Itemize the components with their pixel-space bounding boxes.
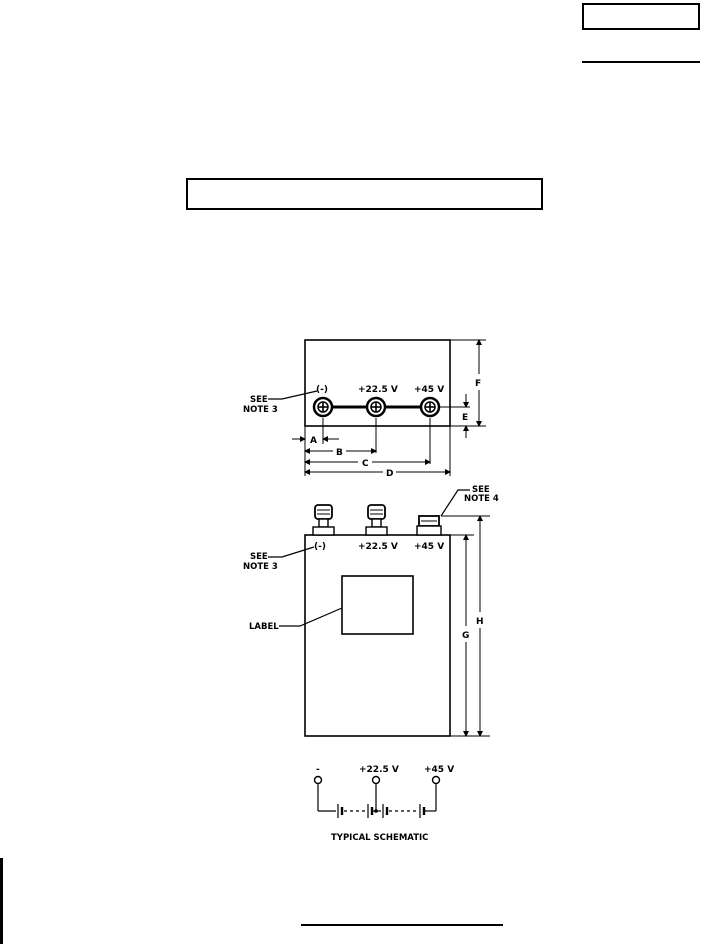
front-note4-leader	[440, 489, 470, 517]
top-view: (-) +22.5 V +45 V SEE NOTE 3 A B C D	[243, 339, 486, 479]
front-view-outline	[304, 534, 451, 737]
top-see-note-line2: NOTE 3	[243, 405, 278, 415]
front-see-note4-line2: NOTE 4	[464, 494, 499, 504]
label-leader	[279, 607, 343, 627]
front-see-note3-line1: SEE	[250, 552, 268, 562]
top-label-minus: (-)	[316, 385, 328, 395]
sch-label-minus: -	[316, 765, 320, 775]
terminal-minus	[312, 396, 334, 418]
front-view: (-) +22.5 V +45 V SEE NOTE 3 SEE NOTE 4 …	[243, 485, 499, 737]
label-area	[341, 575, 414, 635]
front-label-minus: (-)	[314, 542, 326, 552]
top-label-45v: +45 V	[414, 385, 444, 395]
front-label-22v: +22.5 V	[358, 542, 398, 552]
top-note3-leader	[268, 390, 318, 400]
terminal-22v	[365, 396, 387, 418]
sch-label-45v: +45 V	[424, 765, 454, 775]
dim-e: E	[462, 413, 468, 423]
header-rule	[582, 61, 700, 63]
sch-terminal-minus	[313, 775, 323, 785]
dim-h: H	[476, 617, 484, 627]
dim-f: F	[475, 379, 481, 389]
top-label-22v: +22.5 V	[358, 385, 398, 395]
footer-rule	[301, 924, 503, 926]
label-callout: LABEL	[249, 622, 279, 632]
schematic-caption: TYPICAL SCHEMATIC	[331, 833, 428, 843]
dim-g: G	[462, 631, 469, 641]
dim-b: B	[336, 448, 343, 458]
top-view-outline	[304, 339, 451, 427]
dim-d: D	[386, 469, 393, 479]
page-number-box	[582, 3, 700, 30]
post-minus	[312, 504, 335, 536]
margin-bar	[0, 858, 3, 944]
post-45v	[416, 515, 442, 536]
sch-terminal-45v	[431, 775, 441, 785]
post-22v	[365, 504, 388, 536]
front-see-note4-line1: SEE	[472, 485, 490, 495]
schematic: - +22.5 V +45 V TYPICAL SCHEMATIC	[313, 765, 454, 843]
front-label-45v: +45 V	[414, 542, 444, 552]
dim-a: A	[310, 436, 317, 446]
dim-c: C	[362, 459, 369, 469]
sch-label-22v: +22.5 V	[359, 765, 399, 775]
front-note3-leader	[268, 546, 315, 558]
terminal-45v	[419, 396, 441, 418]
sch-terminal-22v	[371, 775, 381, 785]
front-see-note3-line2: NOTE 3	[243, 562, 278, 572]
title-box	[186, 178, 543, 210]
top-see-note-line1: SEE	[250, 395, 268, 405]
